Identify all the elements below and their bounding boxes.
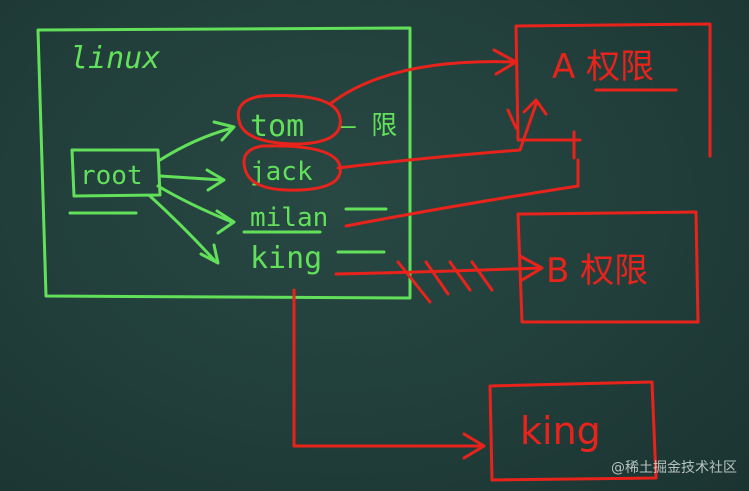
- linux-label: linux: [70, 41, 160, 76]
- watermark: @稀土掘金技术社区: [611, 460, 737, 476]
- arrow-king-to-king-group: [292, 288, 486, 460]
- a-tick-marks: [506, 108, 576, 160]
- tom-note: — 限: [340, 111, 397, 141]
- arrow-tom-to-a: [328, 48, 518, 106]
- user-jack: jack: [250, 157, 313, 187]
- arrow-king-to-b: [334, 254, 544, 282]
- arrow-root-tom: [158, 120, 236, 162]
- group-king-box: [488, 380, 658, 482]
- arrow-milan-to-a: [344, 158, 580, 228]
- arrow-root-jack: [158, 168, 226, 192]
- tom-circle: [236, 94, 342, 146]
- arrow-root-milan: [156, 184, 236, 235]
- arrow-jack-to-a: [336, 98, 548, 170]
- deny-hatch: [396, 260, 494, 304]
- linux-box: [36, 26, 412, 300]
- group-b-label: B 权限: [546, 251, 648, 291]
- group-a-box: [514, 22, 712, 158]
- user-king: king: [250, 241, 322, 276]
- root-label: root: [80, 161, 143, 191]
- arrow-root-king: [148, 194, 220, 265]
- group-a-label: A 权限: [552, 47, 654, 87]
- group-b-box: [516, 210, 700, 324]
- jack-circle: [242, 144, 342, 192]
- user-milan: milan: [250, 203, 328, 233]
- root-box: [70, 148, 162, 198]
- group-king-label: king: [520, 409, 601, 453]
